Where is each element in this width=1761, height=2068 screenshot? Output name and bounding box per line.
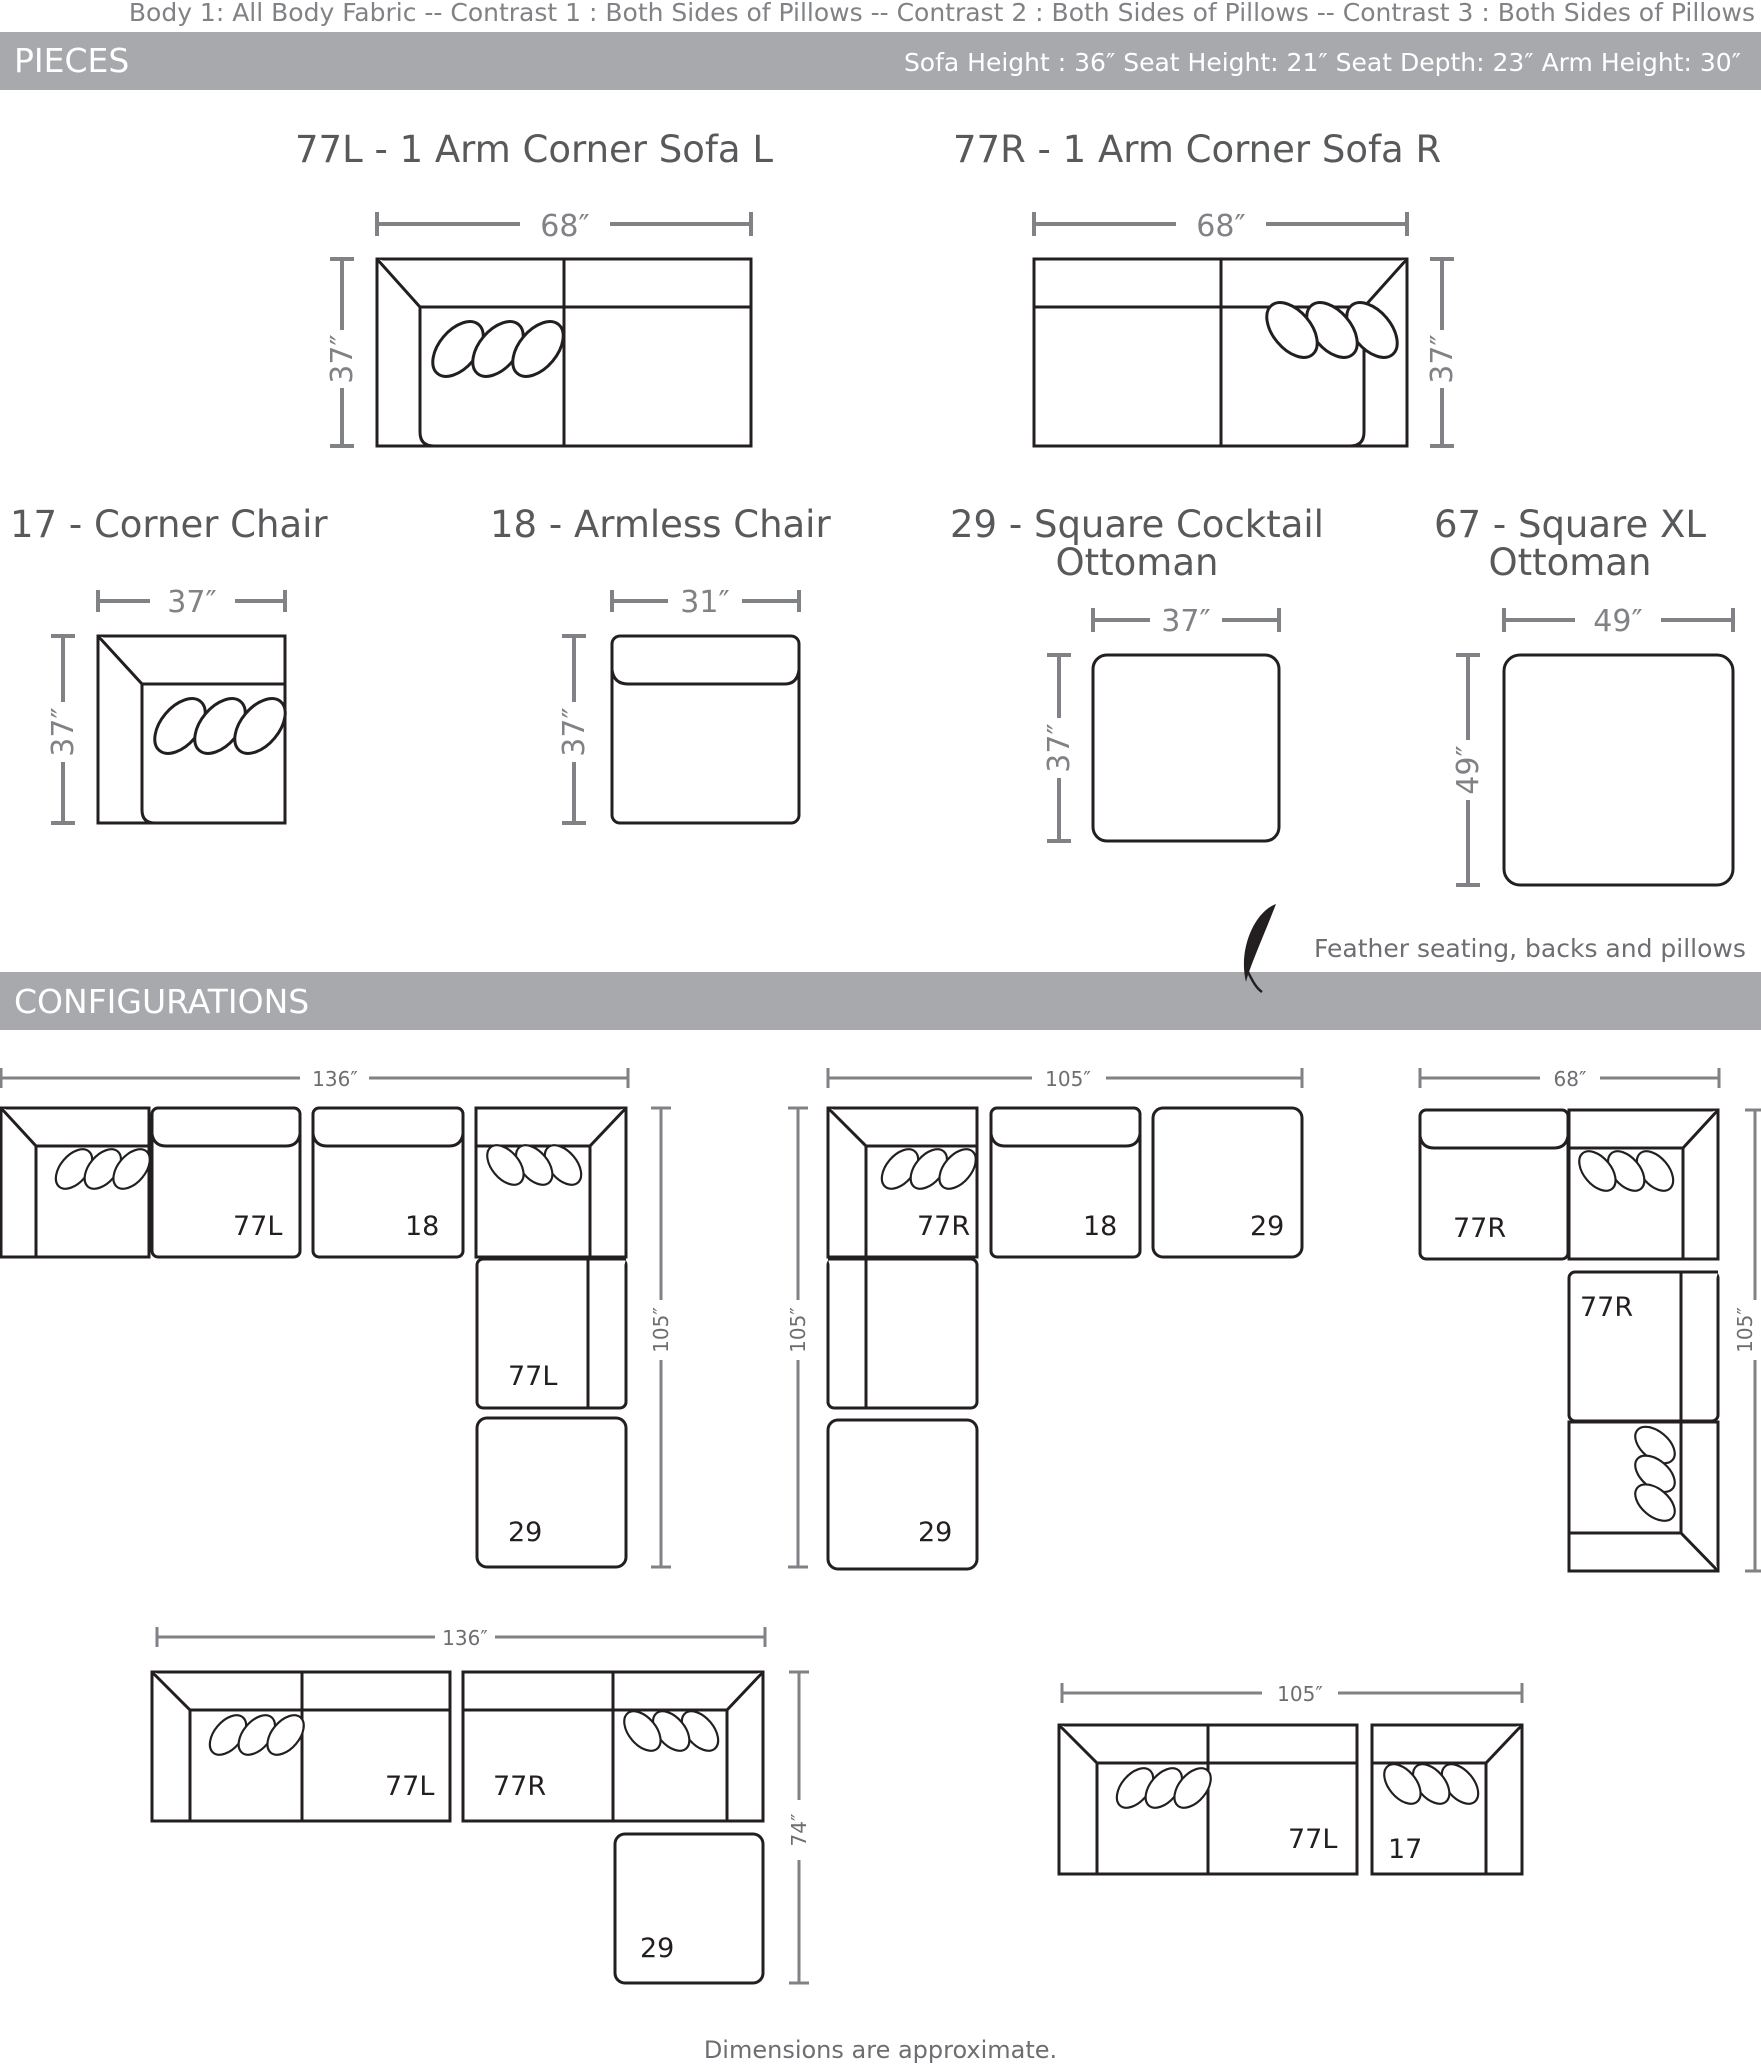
piece-67-drawing	[1502, 653, 1735, 887]
config-4-label-77l: 77L	[385, 1771, 434, 1802]
config-1-dims	[0, 1068, 671, 1569]
piece-77r-width: 68″	[1196, 209, 1245, 244]
piece-29-width: 37″	[1161, 604, 1210, 639]
piece-title-67-line1: 67 - Square XL	[1434, 503, 1706, 546]
config-1-label-18: 18	[405, 1211, 439, 1242]
config-2-drawing	[826, 1106, 1304, 1571]
piece-17-width: 37″	[167, 585, 216, 620]
pieces-title: PIECES	[14, 41, 130, 80]
config-5-drawing	[1057, 1723, 1524, 1876]
config-4-width: 136″	[442, 1626, 488, 1650]
config-3-width: 68″	[1554, 1067, 1587, 1091]
config-1-label-77l-b: 77L	[508, 1361, 557, 1392]
config-3-depth: 105″	[1733, 1307, 1757, 1353]
config-1-depth: 105″	[649, 1307, 673, 1353]
config-5-label-17: 17	[1388, 1834, 1422, 1865]
piece-29-depth: 37″	[1042, 723, 1077, 772]
piece-18-dims	[562, 590, 801, 825]
piece-18-depth: 37″	[557, 707, 592, 756]
piece-29-drawing	[1091, 653, 1281, 843]
config-1-drawing	[0, 1106, 628, 1569]
config-2-dims	[788, 1068, 1304, 1569]
config-1-label-29: 29	[508, 1517, 542, 1548]
feather-note: Feather seating, backs and pillows	[1314, 934, 1746, 963]
config-1-label-77l: 77L	[233, 1211, 282, 1242]
piece-title-77r: 77R - 1 Arm Corner Sofa R	[953, 128, 1442, 171]
footer-note: Dimensions are approximate.	[703, 2036, 1058, 2064]
piece-title-77l: 77L - 1 Arm Corner Sofa L	[295, 128, 773, 171]
piece-77l-dims	[330, 212, 753, 448]
piece-title-29-line2: Ottoman	[1055, 541, 1219, 584]
piece-18-width: 31″	[680, 585, 729, 620]
piece-77l-width: 68″	[540, 209, 589, 244]
config-3-dims	[1418, 1068, 1761, 1573]
piece-77l-depth: 37″	[325, 334, 360, 383]
config-2-label-29: 29	[1250, 1211, 1284, 1242]
piece-67-depth: 49″	[1451, 745, 1486, 794]
config-2-label-29-b: 29	[918, 1517, 952, 1548]
config-3-drawing	[1418, 1108, 1720, 1573]
config-1-width: 136″	[312, 1067, 358, 1091]
config-3-label-77r: 77R	[1453, 1213, 1506, 1244]
config-2-label-18: 18	[1083, 1211, 1117, 1242]
piece-67-dims	[1456, 608, 1735, 887]
piece-18-drawing	[610, 634, 801, 825]
feather-icon	[1243, 904, 1276, 994]
configurations-header: CONFIGURATIONS	[0, 972, 1761, 1030]
piece-title-67: 67 - Square XL Ottoman	[1434, 506, 1706, 582]
pieces-specs: Sofa Height : 36″ Seat Height: 21″ Seat …	[903, 48, 1741, 77]
config-5-width: 105″	[1277, 1682, 1323, 1706]
config-5-dims	[1060, 1683, 1524, 1703]
piece-29-dims	[1047, 608, 1281, 843]
pieces-header: PIECES Sofa Height : 36″ Seat Height: 21…	[0, 32, 1761, 90]
config-2-width: 105″	[1045, 1067, 1091, 1091]
piece-title-29-line1: 29 - Square Cocktail	[950, 503, 1324, 546]
config-4-label-77r: 77R	[493, 1771, 546, 1802]
config-2-depth: 105″	[786, 1307, 810, 1353]
config-5-label-77l: 77L	[1288, 1824, 1337, 1855]
config-4-depth: 74″	[787, 1814, 811, 1847]
config-3-label-77r-b: 77R	[1580, 1292, 1633, 1323]
piece-67-width: 49″	[1593, 604, 1642, 639]
piece-title-67-line2: Ottoman	[1488, 541, 1652, 584]
piece-77r-dims	[1032, 212, 1454, 448]
piece-17-depth: 37″	[46, 707, 81, 756]
fabric-note: Body 1: All Body Fabric -- Contrast 1 : …	[128, 0, 1755, 27]
config-2-label-77r: 77R	[917, 1211, 970, 1242]
piece-title-29: 29 - Square Cocktail Ottoman	[950, 506, 1324, 582]
piece-17-dims	[51, 590, 287, 825]
config-4-label-29: 29	[640, 1933, 674, 1964]
piece-title-18: 18 - Armless Chair	[490, 503, 831, 546]
piece-77r-depth: 37″	[1425, 334, 1460, 383]
config-4-dims	[155, 1627, 809, 1985]
config-4-drawing	[150, 1670, 765, 1985]
configurations-title: CONFIGURATIONS	[14, 982, 310, 1021]
piece-title-17: 17 - Corner Chair	[10, 503, 328, 546]
